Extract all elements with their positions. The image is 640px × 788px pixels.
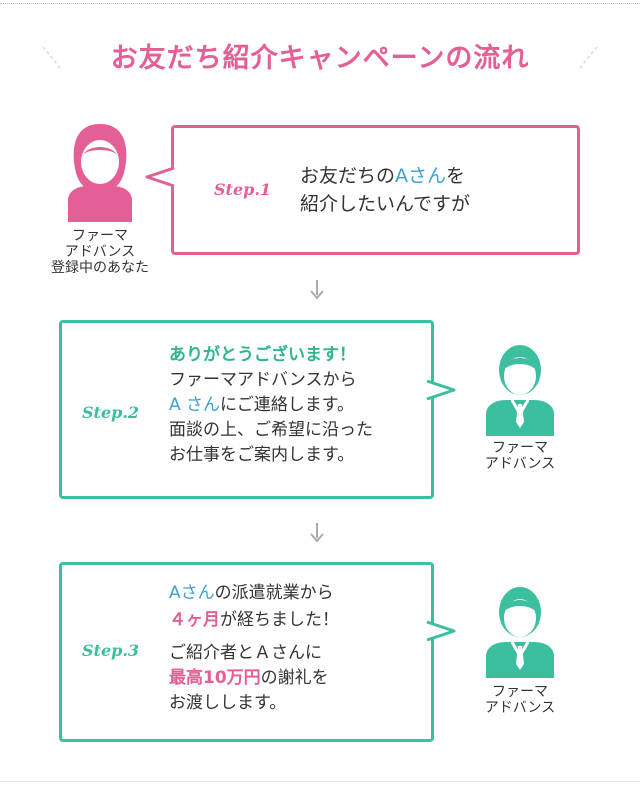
step-3-bubble-tail: [426, 620, 456, 642]
top-divider: [0, 3, 640, 4]
left-slash-decoration: [42, 46, 62, 70]
step-2-label: Step.2: [82, 403, 140, 422]
step-2-message: ありがとうございます！ ファーマアドバンスから A さんにご連絡します。 面談の…: [169, 345, 373, 465]
right-slash-decoration: [578, 46, 598, 70]
step-2-bubble-tail: [426, 379, 456, 401]
agency-label: ファーマ アドバンス: [484, 440, 556, 472]
page-title: お友だち紹介キャンペーンの流れ: [110, 43, 530, 74]
agency-person-icon: [482, 340, 558, 436]
down-arrow-icon: [310, 523, 324, 543]
bottom-divider: [0, 781, 640, 782]
step-1-message: お友だちのAさんを 紹介したいんですが: [300, 165, 471, 215]
step-1-bubble-tail: [145, 166, 175, 188]
step-1-box: Step.1 お友だちのAさんを 紹介したいんですが: [171, 125, 580, 255]
down-arrow-icon: [310, 280, 324, 300]
step-2-box: Step.2 ありがとうございます！ ファーマアドバンスから A さんにご連絡し…: [59, 320, 434, 499]
step-3-label: Step.3: [82, 641, 140, 660]
agency-label: ファーマ アドバンス: [484, 684, 556, 716]
step-3-message: Aさんの派遣就業から ４ヶ月が経ちました！ ご紹介者とＡさんに 最高10万円の謝…: [169, 583, 339, 713]
user-person-icon: [62, 122, 138, 222]
step-1-label: Step.1: [214, 180, 272, 199]
agency-person-icon: [482, 582, 558, 678]
user-label: ファーマ アドバンス 登録中のあなた: [51, 228, 149, 276]
step-3-box: Step.3 Aさんの派遣就業から ４ヶ月が経ちました！ ご紹介者とＡさんに 最…: [59, 562, 434, 742]
